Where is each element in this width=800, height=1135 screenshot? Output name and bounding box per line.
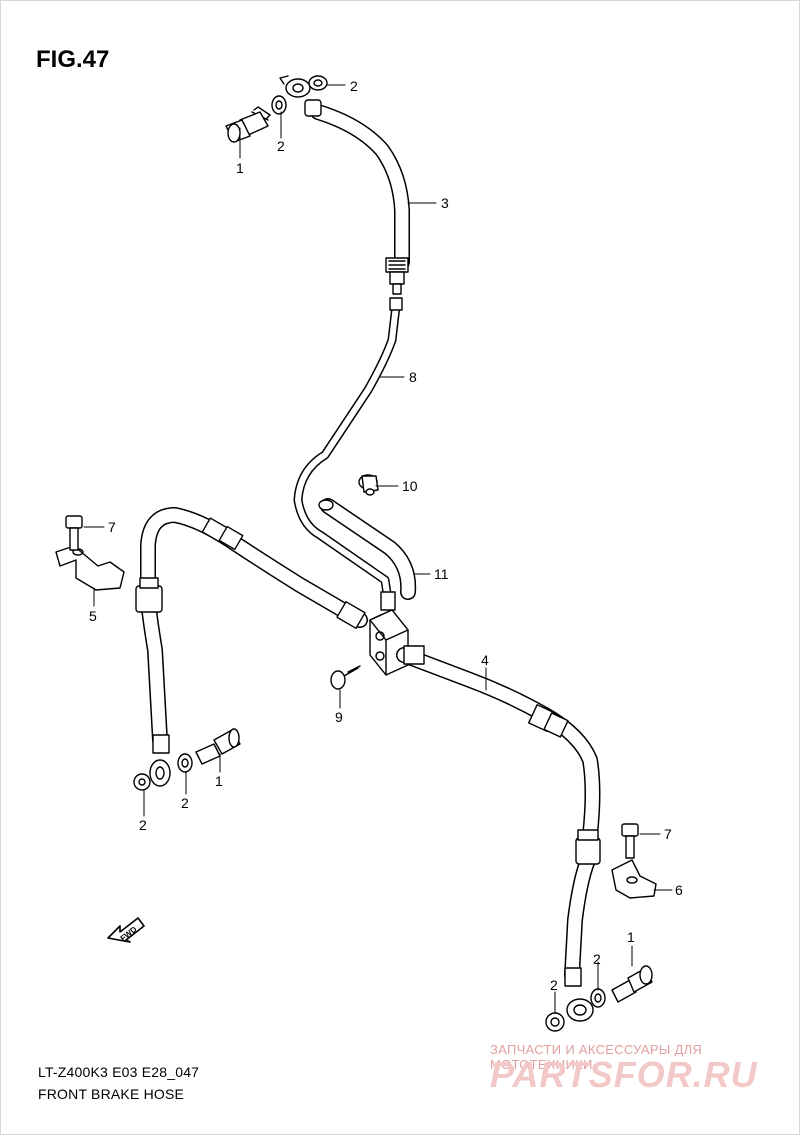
callout-1-bottom: 1 bbox=[627, 929, 635, 945]
callout-2-middle-b: 2 bbox=[139, 817, 147, 833]
bracket-5 bbox=[55, 545, 125, 591]
bracket-6 bbox=[611, 859, 657, 899]
figure-title: FIG.47 bbox=[36, 46, 110, 73]
watermark-logo: PARTSFOR.RU bbox=[490, 1054, 758, 1095]
banjo-bolt-bottom bbox=[545, 965, 653, 1032]
clamp-10 bbox=[358, 474, 379, 496]
callout-1-middle: 1 bbox=[215, 773, 223, 789]
forward-arrow bbox=[107, 917, 145, 943]
right-brake-hose-4 bbox=[396, 645, 601, 1022]
banjo-bolt-top bbox=[225, 106, 271, 143]
watermark-tagline: ЗАПЧАСТИ И АКСЕССУАРЫ ДЛЯ МОТОТЕХНИКИ bbox=[490, 1042, 703, 1072]
callout-1-top: 1 bbox=[236, 160, 244, 176]
callout-9: 9 bbox=[335, 709, 343, 725]
figure-name: FRONT BRAKE HOSE bbox=[38, 1086, 185, 1102]
bolt-7-right bbox=[621, 823, 639, 859]
callout-2-bottom-b: 2 bbox=[550, 977, 558, 993]
callout-7-right: 7 bbox=[664, 826, 672, 842]
callout-2-middle-a: 2 bbox=[181, 795, 189, 811]
callout-3: 3 bbox=[441, 195, 449, 211]
callout-6: 6 bbox=[675, 882, 683, 898]
callout-8: 8 bbox=[409, 369, 417, 385]
protector-11 bbox=[318, 498, 417, 600]
leader-lines bbox=[83, 84, 673, 1014]
figure-code: LT-Z400K3 E03 E28_047 bbox=[38, 1064, 200, 1080]
callout-4: 4 bbox=[481, 652, 489, 668]
callout-10: 10 bbox=[402, 478, 418, 494]
banjo-bolt-middle bbox=[133, 728, 241, 791]
callout-2-bottom-a: 2 bbox=[593, 951, 601, 967]
callout-11: 11 bbox=[434, 566, 449, 582]
callout-7-left: 7 bbox=[108, 519, 116, 535]
callout-2-top-a: 2 bbox=[277, 138, 285, 154]
washers-top bbox=[271, 75, 328, 115]
brake-pipe-8 bbox=[293, 297, 403, 611]
callout-2-top-b: 2 bbox=[350, 78, 358, 94]
upper-brake-hose-3 bbox=[279, 75, 410, 295]
bolt-7-left bbox=[65, 515, 83, 551]
callout-5: 5 bbox=[89, 608, 97, 624]
three-way-joint bbox=[330, 609, 409, 690]
left-brake-hose bbox=[135, 507, 368, 787]
